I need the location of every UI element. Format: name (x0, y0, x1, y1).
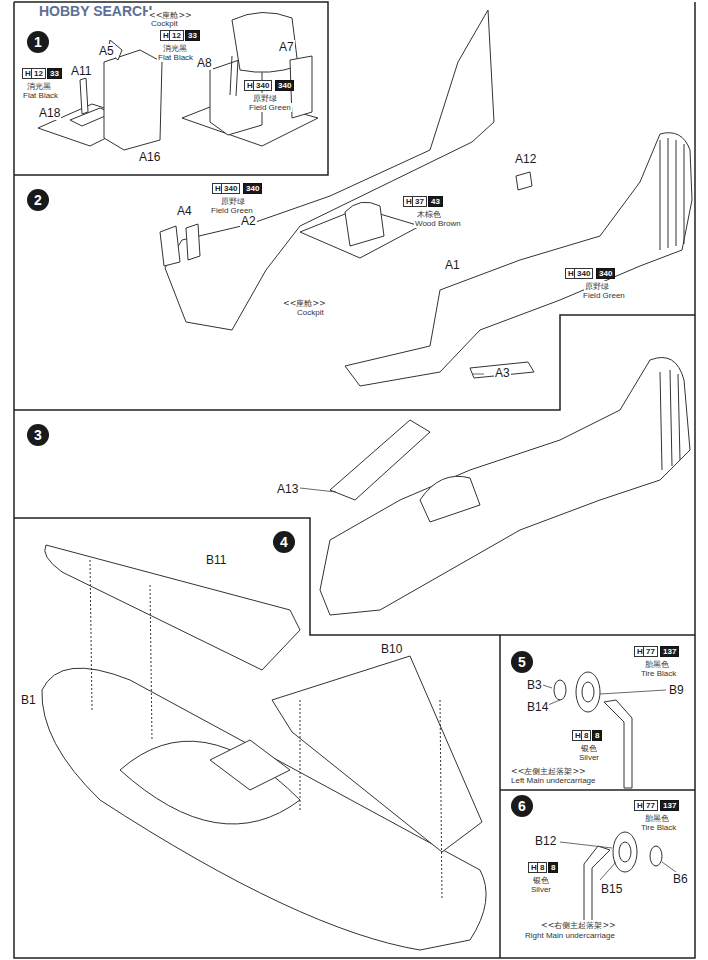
step-number: 4 (280, 534, 288, 550)
part-number: B14 (526, 700, 549, 714)
step-number: 5 (518, 654, 526, 670)
part-number: A16 (138, 150, 161, 164)
part-number: B12 (534, 834, 557, 848)
part-number: B15 (600, 882, 623, 896)
caption-text: Tire Black (640, 823, 677, 832)
part-number: B6 (672, 872, 689, 886)
caption-text: Silver (578, 753, 600, 762)
paint-name-cn: <<右侧主起落架>> (540, 920, 617, 931)
step-number: 2 (34, 192, 42, 208)
part-number: A7 (278, 40, 295, 54)
part-number: B3 (526, 678, 543, 692)
paint-code-mr-color: 340 (275, 80, 294, 91)
paint-code-number: 8 (581, 730, 591, 741)
paint-code-number: 77 (643, 646, 658, 657)
paint-code-number: 77 (643, 800, 658, 811)
part-number: A2 (240, 214, 257, 228)
caption-text: Field Green (248, 103, 292, 112)
paint-code-mr-color: 8 (592, 730, 602, 741)
paint-code-mr-color: 33 (185, 30, 200, 41)
caption-text: Field Green (582, 291, 626, 300)
paint-code-mr-color: 137 (660, 800, 679, 811)
caption-text: Right Main undercarriage (524, 931, 616, 940)
caption-text: Silver (530, 885, 552, 894)
panel-frames (14, 2, 695, 958)
step-number: 3 (34, 427, 42, 443)
step-number-circle: 3 (27, 424, 49, 446)
part-number: A11 (70, 64, 92, 78)
part-number: B11 (205, 553, 227, 567)
part-number: B9 (668, 683, 685, 697)
cockpit-parts (38, 12, 318, 150)
caption-text: Cockpit (296, 308, 325, 317)
step-number: 1 (34, 34, 42, 50)
caption-text: Left Main undercarriage (510, 776, 597, 785)
step-number-circle: 2 (27, 189, 49, 211)
assembled-fuselage (320, 358, 690, 616)
part-number: A5 (98, 44, 115, 58)
fuselage-halves (160, 10, 692, 386)
paint-code-number: 340 (221, 183, 240, 194)
paint-code-number: 8 (537, 862, 547, 873)
part-number: A13 (276, 482, 299, 496)
paint-code-mr-color: 43 (428, 196, 443, 207)
paint-code-number: 37 (412, 196, 427, 207)
undercarriage-parts (554, 672, 662, 930)
caption-text: Wood Brown (414, 219, 462, 228)
caption-text: Flat Black (22, 91, 59, 100)
step-number-circle: 4 (273, 531, 295, 553)
paint-code-mr-color: 340 (243, 183, 262, 194)
part-number: B10 (380, 642, 403, 656)
part-number: A8 (196, 56, 213, 70)
wing-parts (42, 545, 486, 950)
paint-code-number: 340 (253, 80, 272, 91)
paint-code-number: 12 (169, 30, 184, 41)
part-number: B1 (20, 693, 37, 707)
part-number: A18 (38, 106, 61, 120)
caption-text: Cockpit (150, 19, 179, 28)
step-number: 6 (518, 798, 526, 814)
paint-code-number: 12 (31, 68, 46, 79)
paint-code-mr-color: 340 (596, 268, 615, 279)
caption-text: Tire Black (640, 669, 677, 678)
step-number-circle: 1 (27, 31, 49, 53)
part-number: A3 (494, 366, 511, 380)
step-number-circle: 5 (511, 651, 533, 673)
paint-code-mr-color: 33 (47, 68, 62, 79)
caption-text: Flat Black (157, 53, 194, 62)
step-number-circle: 6 (511, 795, 533, 817)
paint-code-mr-color: 137 (660, 646, 679, 657)
watermark: HOBBY SEARCH (38, 3, 153, 19)
leader-lines (300, 374, 676, 880)
paint-code-number: 340 (574, 268, 593, 279)
part-number: A4 (176, 204, 193, 218)
paint-code-mr-color: 8 (548, 862, 558, 873)
part-number: A1 (444, 258, 461, 272)
part-number: A12 (514, 152, 537, 166)
